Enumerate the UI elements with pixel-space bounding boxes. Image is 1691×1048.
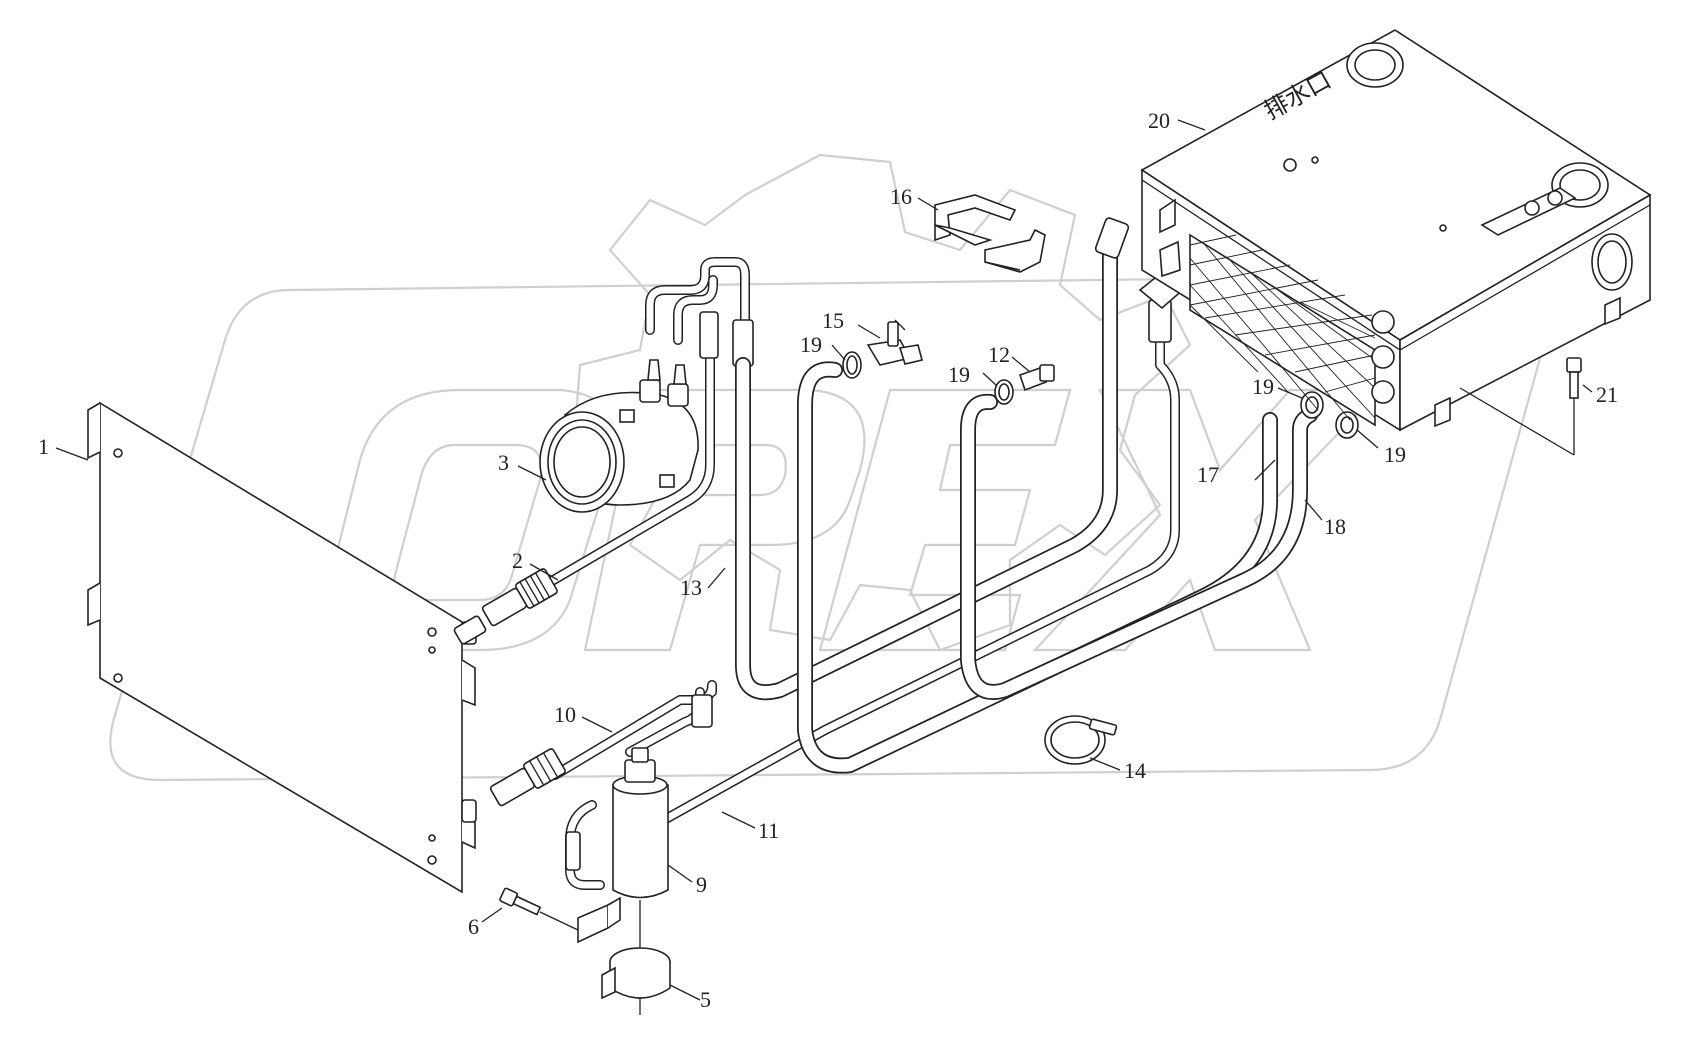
condenser bbox=[87, 401, 477, 894]
callout-19d: 19 bbox=[1384, 442, 1406, 467]
callout-1: 1 bbox=[38, 434, 49, 459]
callout-18: 18 bbox=[1324, 514, 1346, 539]
callout-21: 21 bbox=[1596, 382, 1618, 407]
callout-19b: 19 bbox=[948, 362, 970, 387]
watermark-letter-e bbox=[818, 388, 1072, 652]
callout-17: 17 bbox=[1197, 462, 1219, 487]
leader-lines bbox=[55, 119, 1593, 1001]
drier-bracket bbox=[577, 896, 671, 1000]
hose-clips-16 bbox=[934, 194, 1046, 273]
heater-hoses bbox=[797, 361, 1318, 774]
fitting-12 bbox=[1018, 364, 1055, 392]
discharge-hose bbox=[453, 315, 715, 645]
callout-10: 10 bbox=[554, 702, 576, 727]
callout-20: 20 bbox=[1148, 108, 1170, 133]
callout-9: 9 bbox=[696, 872, 707, 897]
callout-16: 16 bbox=[890, 184, 912, 209]
suction-hose-13 bbox=[645, 217, 1130, 701]
callout-15: 15 bbox=[822, 308, 844, 333]
drier-hoses bbox=[489, 680, 717, 890]
liquid-hose-11 bbox=[650, 268, 1187, 830]
callout-19c: 19 bbox=[1252, 374, 1274, 399]
clamp-19c bbox=[1300, 391, 1324, 419]
watermark-letter-p bbox=[583, 388, 866, 652]
bolt-21 bbox=[1459, 357, 1582, 456]
band-clamp-14 bbox=[1044, 715, 1118, 765]
callout-11: 11 bbox=[758, 818, 779, 843]
tee-fitting-15 bbox=[866, 319, 923, 366]
callout-5: 5 bbox=[700, 987, 711, 1012]
receiver-drier bbox=[612, 747, 669, 1015]
watermark-gear bbox=[573, 153, 1192, 652]
clamp-19b bbox=[994, 379, 1014, 405]
callout-numbers: 1 2 3 5 6 9 10 11 12 13 14 15 16 17 18 1… bbox=[38, 108, 1618, 1012]
callout-2: 2 bbox=[512, 548, 523, 573]
compressor bbox=[539, 359, 699, 513]
clamp-19a bbox=[842, 351, 862, 379]
callout-14: 14 bbox=[1124, 758, 1146, 783]
callout-6: 6 bbox=[468, 914, 479, 939]
watermark-letter-x bbox=[1032, 388, 1383, 652]
callout-13: 13 bbox=[680, 575, 702, 600]
clamp-19d bbox=[1335, 411, 1359, 439]
callout-12: 12 bbox=[988, 342, 1010, 367]
callout-3: 3 bbox=[498, 450, 509, 475]
callout-19a: 19 bbox=[800, 332, 822, 357]
hvac-unit-20: 排水口 bbox=[1140, 29, 1652, 432]
bolt-6 bbox=[499, 887, 579, 931]
